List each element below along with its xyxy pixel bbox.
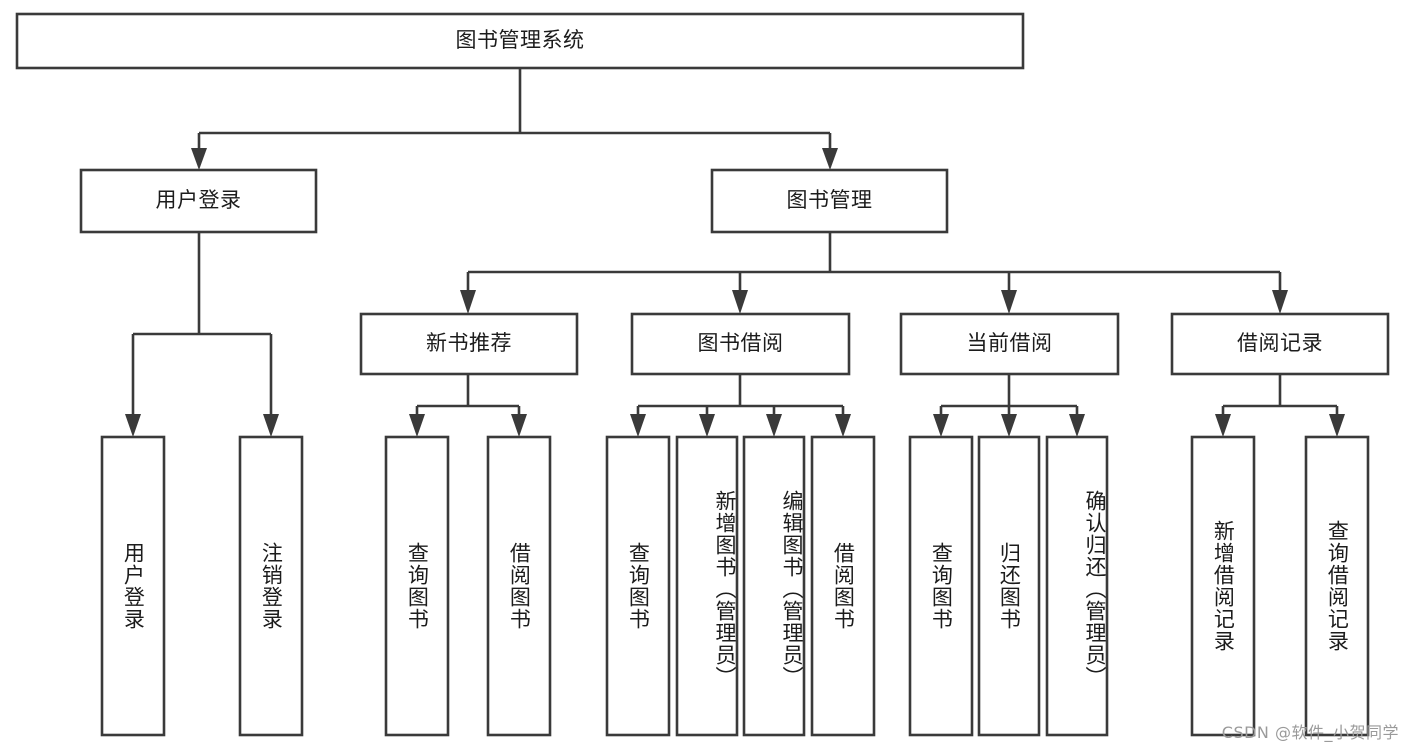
arrowhead-current-borrow xyxy=(1001,290,1017,314)
node-leaf-borrowrecord-1-box[interactable] xyxy=(1190,435,1256,737)
node-leaf-newbook-1-box[interactable] xyxy=(384,435,450,737)
connector-root-to-bus xyxy=(199,68,830,135)
node-current-borrow-box[interactable] xyxy=(899,312,1120,376)
connector-bookborrow-to-bus xyxy=(638,374,843,408)
arrowhead-book-manage xyxy=(822,148,838,170)
node-root-box[interactable] xyxy=(15,12,1025,70)
node-leaf-bookborrow-4-box[interactable] xyxy=(810,435,876,737)
connector-currentborrow-to-bus xyxy=(941,374,1077,408)
node-leaf-currentborrow-1-box[interactable] xyxy=(908,435,974,737)
arrowhead-bookborrow-leaf3 xyxy=(766,414,782,437)
connector-book-manage-to-bus xyxy=(468,232,1280,274)
arrowhead-user-login xyxy=(191,148,207,170)
arrowhead-currentborrow-leaf1 xyxy=(933,414,949,437)
node-leaf-borrowrecord-2-box[interactable] xyxy=(1304,435,1370,737)
connector-newbook-to-bus xyxy=(417,374,519,408)
node-leaf-bookborrow-3-box[interactable] xyxy=(742,435,806,737)
node-leaf-user-login-2-box[interactable] xyxy=(238,435,304,737)
arrowhead-newbook-leaf2 xyxy=(511,414,527,437)
arrowhead-bookborrow-leaf1 xyxy=(630,414,646,437)
arrowhead-user-leaf1 xyxy=(125,414,141,437)
arrowhead-borrow-record xyxy=(1272,290,1288,314)
arrowhead-newbook-leaf1 xyxy=(409,414,425,437)
node-borrow-record-box[interactable] xyxy=(1170,312,1390,376)
node-leaf-newbook-2-box[interactable] xyxy=(486,435,552,737)
connector-borrowrecord-to-bus xyxy=(1223,374,1337,408)
arrowhead-book-borrow xyxy=(732,290,748,314)
node-leaf-currentborrow-2-box[interactable] xyxy=(977,435,1041,737)
arrowhead-bookborrow-leaf2 xyxy=(699,414,715,437)
arrowhead-currentborrow-leaf2 xyxy=(1001,414,1017,437)
node-new-book-recommend-box[interactable] xyxy=(359,312,579,376)
arrowhead-bookborrow-leaf4 xyxy=(835,414,851,437)
arrowhead-borrowrecord-leaf2 xyxy=(1329,414,1345,437)
node-user-login-box[interactable] xyxy=(79,168,318,234)
arrowhead-borrowrecord-leaf1 xyxy=(1215,414,1231,437)
arrowhead-new-book-recommend xyxy=(460,290,476,314)
node-book-manage-box[interactable] xyxy=(710,168,949,234)
connector-user-login-to-bus xyxy=(133,232,271,336)
node-leaf-user-login-1-box[interactable] xyxy=(100,435,166,737)
node-leaf-bookborrow-2-box[interactable] xyxy=(675,435,739,737)
arrowhead-user-leaf2 xyxy=(263,414,279,437)
node-leaf-bookborrow-1-box[interactable] xyxy=(605,435,671,737)
node-book-borrow-box[interactable] xyxy=(630,312,851,376)
node-leaf-currentborrow-3-box[interactable] xyxy=(1045,435,1109,737)
arrowhead-currentborrow-leaf3 xyxy=(1069,414,1085,437)
